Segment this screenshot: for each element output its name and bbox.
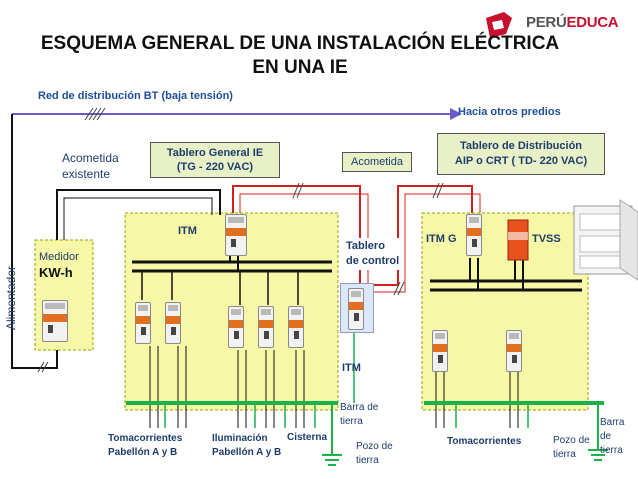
barra-tierra-2-line2: tierra: [600, 445, 623, 456]
td-line1: Tablero de Distribución: [459, 140, 583, 152]
label-tomacorrientes-a: Tomacorrientes Pabellón A y B: [108, 432, 182, 460]
diagram-title: ESQUEMA GENERAL DE UNA INSTALACIÓN ELÉCT…: [0, 32, 600, 80]
td-line2: AIP o CRT ( TD- 220 VAC): [454, 155, 588, 167]
label-acometida-existente-line2: existente: [62, 167, 111, 181]
tg-line1: Tablero General IE: [166, 147, 264, 159]
label-red-distribucion: Red de distribución BT (baja tensión): [38, 90, 233, 102]
bt-hatch-3: [92, 107, 102, 121]
alim-hatch-1: [37, 361, 45, 373]
barra-tierra-2-line1: Barra de: [600, 417, 625, 442]
label-itm-main: ITM: [178, 225, 197, 237]
label-kwh: KW-h: [39, 265, 73, 280]
logo-text: PERÚEDUCA: [526, 14, 619, 31]
feeder-red-4: [368, 193, 481, 293]
label-itm-control: ITM: [342, 362, 361, 374]
breaker-cisterna: [288, 306, 304, 348]
itm-main-breaker: [225, 214, 247, 256]
box-tablero-distribucion: Tablero de Distribución AIP o CRT ( TD- …: [437, 133, 605, 175]
pozo-tierra-1-line2: tierra: [356, 455, 379, 466]
bt-hatch-2: [88, 107, 98, 121]
breaker-tomac-b-2: [506, 330, 522, 372]
red-hatch-3: [432, 182, 440, 199]
label-cisterna: Cisterna: [287, 432, 328, 443]
cabinet-icon: [573, 199, 638, 281]
red-hatch-2: [296, 182, 304, 199]
tablero-control-line1: Tablero: [346, 240, 385, 252]
label-iluminacion: Iluminación Pabellón A y B: [212, 432, 281, 460]
tablero-control-line2: de control: [346, 255, 400, 267]
pozo-tierra-2-line1: Pozo de: [553, 435, 590, 446]
title-line-1: ESQUEMA GENERAL DE UNA INSTALACIÓN ELÉCT…: [40, 33, 560, 54]
alimentador-wire: [11, 114, 58, 369]
acometida-existente-wire: [56, 189, 221, 240]
label-pozo-tierra-1: Pozo de tierra: [356, 440, 393, 468]
alim-hatch-2: [41, 361, 49, 373]
tg-line2: (TG - 220 VAC): [176, 161, 254, 173]
breaker-tomac-b-1: [432, 330, 448, 372]
label-hacia-otros-predios: Hacia otros predios: [458, 106, 561, 118]
barra-tierra-1-line2: tierra: [340, 416, 363, 427]
tomac-a-line2: Pabellón A y B: [108, 447, 178, 458]
breaker-ilum-1: [228, 306, 244, 348]
label-tvss: TVSS: [532, 233, 561, 245]
breaker-ilum-2: [258, 306, 274, 348]
label-barra-tierra-2: Barra de tierra: [600, 416, 638, 458]
pozo-tierra-1-line1: Pozo de: [356, 441, 393, 452]
title-line-2: EN UNA IE: [252, 57, 348, 78]
label-tablero-control: Tablero de control: [344, 238, 402, 270]
peru-educa-logo-icon: [486, 12, 512, 38]
acometida-existente-wire-2: [63, 197, 213, 240]
ilum-line2: Pabellón A y B: [212, 447, 282, 458]
breaker-tomac-a-2: [165, 302, 181, 344]
bt-hatch-1: [84, 107, 94, 121]
red-hatch-6: [397, 281, 405, 296]
label-pozo-tierra-2: Pozo de tierra: [553, 434, 590, 462]
label-tomacorrientes-b: Tomacorrientes: [447, 436, 522, 447]
itm-control-breaker: [348, 288, 364, 330]
bt-arrow-head: [450, 108, 462, 120]
red-hatch-1: [292, 182, 300, 199]
label-barra-tierra-1: Barra de tierra: [340, 401, 378, 429]
medidor-breaker: [42, 300, 68, 342]
box-tablero-general: Tablero General IE (TG - 220 VAC): [150, 142, 280, 178]
feeder-red-3: [360, 185, 473, 286]
label-alimentador: Alimentador: [4, 265, 18, 330]
red-hatch-5: [393, 281, 401, 296]
bt-hatch-4: [96, 107, 106, 121]
tomac-a-line1: Tomacorrientes: [108, 433, 183, 444]
label-medidor: Medidor: [39, 251, 79, 263]
box-acometida: Acometida: [342, 152, 412, 172]
breaker-tomac-a-1: [135, 302, 151, 344]
panel-tablero-distribucion: [421, 212, 589, 411]
peru-educa-logo: [478, 8, 634, 44]
pozo-tierra-2-line2: tierra: [553, 449, 576, 460]
label-acometida-existente-line1: Acometida: [62, 151, 119, 165]
barra-tierra-1-line1: Barra de: [340, 402, 379, 413]
ilum-line1: Iluminación: [212, 433, 268, 444]
label-itm-g: ITM G: [426, 233, 457, 245]
label-acometida-existente: Acometida existente: [62, 150, 119, 182]
itm-g-breaker: [466, 214, 482, 256]
red-hatch-4: [436, 182, 444, 199]
